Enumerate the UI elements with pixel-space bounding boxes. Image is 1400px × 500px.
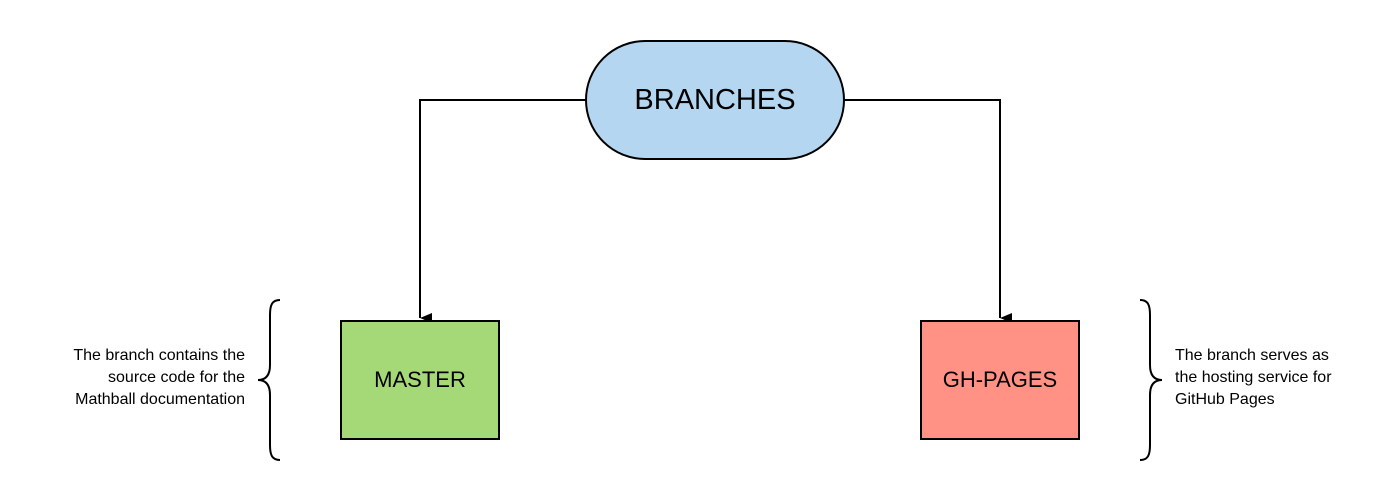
master-branch-label: MASTER (374, 367, 466, 392)
note-line: the hosting service for (1175, 369, 1332, 386)
note-line: The branch serves as (1175, 347, 1329, 364)
note-line: source code for the (108, 369, 245, 386)
master-branch-node: MASTER (340, 320, 500, 440)
note-line: The branch contains the (73, 347, 245, 364)
connector-root-to-gh-pages (845, 99, 1012, 323)
branches-root-label: BRANCHES (634, 83, 796, 116)
master-branch-note: The branch contains the source code for … (73, 345, 245, 411)
branches-root-node: BRANCHES (585, 40, 845, 160)
left-brace (257, 299, 281, 461)
note-line: Mathball documentation (75, 391, 245, 408)
gh-pages-branch-note: The branch serves as the hosting service… (1175, 345, 1332, 411)
right-brace (1139, 299, 1163, 461)
note-line: GitHub Pages (1175, 391, 1275, 408)
gh-pages-branch-node: GH-PAGES (920, 320, 1080, 440)
gh-pages-branch-label: GH-PAGES (942, 367, 1058, 392)
connector-root-to-master (419, 99, 585, 323)
